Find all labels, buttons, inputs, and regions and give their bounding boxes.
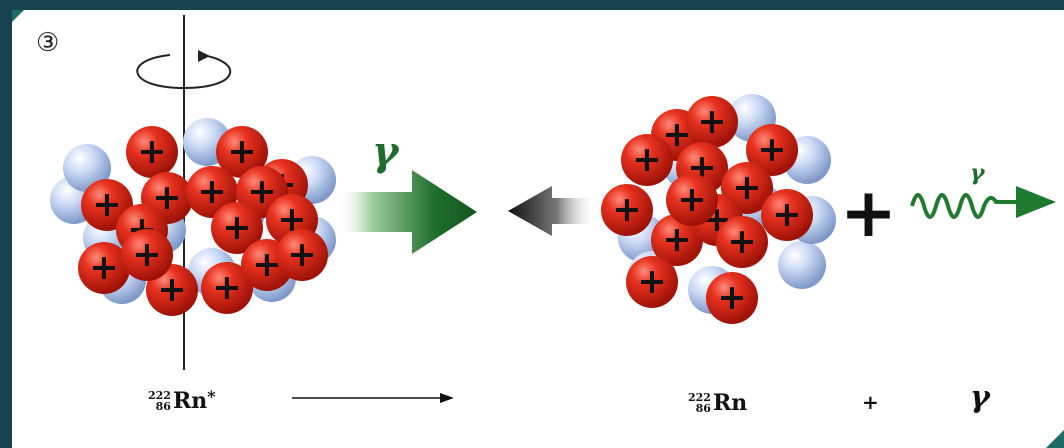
neutron bbox=[63, 144, 111, 192]
product-mass-number: 222 bbox=[688, 391, 711, 404]
slide-frame: ++++++++++++++++ γ ++++++++++++++ + γ ③ … bbox=[12, 10, 1064, 448]
proton-charge-label: + bbox=[197, 171, 226, 212]
rotation-icon bbox=[136, 50, 232, 90]
product-atomic-number: 86 bbox=[695, 402, 711, 415]
recoil-arrow bbox=[508, 186, 597, 236]
proton-charge-label: + bbox=[772, 194, 801, 235]
reactant-element: Rn bbox=[172, 388, 208, 414]
proton bbox=[121, 229, 173, 281]
proton-charge-label: + bbox=[212, 267, 241, 308]
decay-diagram: ++++++++++++++++ γ ++++++++++++++ + γ bbox=[50, 15, 1056, 403]
proton bbox=[746, 124, 798, 176]
equation-plus: + bbox=[862, 390, 879, 414]
proton bbox=[621, 134, 673, 186]
proton-charge-label: + bbox=[757, 129, 786, 170]
proton bbox=[666, 174, 718, 226]
proton bbox=[601, 184, 653, 236]
proton bbox=[686, 96, 738, 148]
product-nuclide: 222 86 Rn bbox=[688, 386, 747, 414]
proton-charge-label: + bbox=[632, 139, 661, 180]
proton bbox=[216, 126, 268, 178]
gamma-wave-icon bbox=[910, 186, 1056, 219]
product-element: Rn bbox=[712, 390, 748, 416]
proton-charge-label: + bbox=[92, 184, 121, 225]
gamma-arrow-label: γ bbox=[372, 128, 400, 175]
proton-charge-label: + bbox=[612, 189, 641, 230]
proton bbox=[78, 242, 130, 294]
proton-charge-label: + bbox=[637, 261, 666, 302]
proton-charge-label: + bbox=[662, 219, 691, 260]
proton bbox=[716, 216, 768, 268]
proton-charge-label: + bbox=[732, 167, 761, 208]
proton bbox=[276, 229, 328, 281]
proton-charge-label: + bbox=[227, 131, 256, 172]
proton bbox=[201, 262, 253, 314]
step-number: ③ bbox=[36, 28, 60, 58]
proton bbox=[211, 202, 263, 254]
reactant-mass-number: 222 bbox=[148, 389, 171, 402]
corner-accent-top bbox=[12, 10, 24, 22]
equation-gamma: γ bbox=[970, 380, 990, 415]
gamma-wave-label: γ bbox=[970, 160, 986, 186]
reactant-nuclide: 222 86 Rn * bbox=[148, 384, 216, 414]
corner-accent-bottom bbox=[1046, 430, 1064, 448]
gamma-ray-arrow bbox=[337, 170, 477, 254]
ground-state-nucleus: ++++++++++++++ bbox=[601, 94, 836, 324]
proton-charge-label: + bbox=[697, 101, 726, 142]
proton-charge-label: + bbox=[287, 234, 316, 275]
proton bbox=[626, 256, 678, 308]
reactant-atomic-number: 86 bbox=[155, 400, 171, 413]
proton bbox=[126, 126, 178, 178]
proton-charge-label: + bbox=[717, 277, 746, 318]
proton bbox=[651, 214, 703, 266]
proton-charge-label: + bbox=[137, 131, 166, 172]
proton-charge-label: + bbox=[727, 221, 756, 262]
excited-mark: * bbox=[207, 387, 216, 406]
proton-charge-label: + bbox=[677, 179, 706, 220]
proton bbox=[706, 272, 758, 324]
neutron bbox=[778, 241, 826, 289]
proton-charge-label: + bbox=[222, 207, 251, 248]
proton bbox=[761, 189, 813, 241]
excited-nucleus: ++++++++++++++++ bbox=[50, 118, 336, 316]
proton-charge-label: + bbox=[132, 234, 161, 275]
plus-sign: + bbox=[840, 174, 897, 253]
proton-charge-label: + bbox=[89, 247, 118, 288]
